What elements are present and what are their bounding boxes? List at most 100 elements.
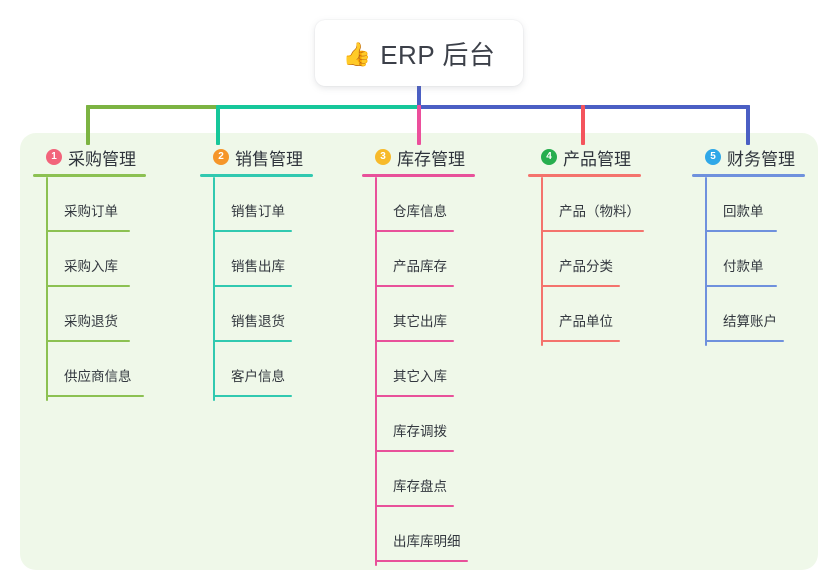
leaf-item[interactable]: 结算账户 [692, 287, 805, 342]
leaf-item[interactable]: 回款单 [692, 177, 805, 232]
leaf-item-underline [46, 395, 144, 397]
leaf-item[interactable]: 供应商信息 [33, 342, 146, 397]
branch-underline-3 [362, 174, 475, 177]
root-node-label: ERP 后台 [380, 39, 496, 70]
leaf-item-label: 销售订单 [231, 204, 285, 219]
leaf-item-underline [375, 505, 454, 507]
leaf-item-underline [705, 230, 777, 232]
leaf-item[interactable]: 库存盘点 [362, 452, 475, 507]
branch-column-5: 5 财务管理回款单付款单结算账户 [692, 145, 805, 346]
leaf-item-underline [541, 230, 644, 232]
branch-items-2: 销售订单销售出库销售退货客户信息 [200, 177, 313, 401]
connector-stem [417, 84, 421, 108]
leaf-item-underline [213, 230, 292, 232]
connector-drop-2 [216, 105, 220, 145]
leaf-item-label: 产品单位 [559, 314, 613, 329]
branch-header-4[interactable]: 4 产品管理 [528, 145, 641, 169]
branch-header-1[interactable]: 1 采购管理 [33, 145, 146, 169]
leaf-item-label: 库存盘点 [393, 479, 447, 494]
branch-items-5: 回款单付款单结算账户 [692, 177, 805, 346]
leaf-item-label: 库存调拨 [393, 424, 447, 439]
leaf-item[interactable]: 销售出库 [200, 232, 313, 287]
leaf-item[interactable]: 采购退货 [33, 287, 146, 342]
leaf-item-label: 其它入库 [393, 369, 447, 384]
leaf-item-underline [541, 285, 620, 287]
leaf-item-label: 产品（物料） [559, 204, 640, 219]
leaf-item-label: 销售出库 [231, 259, 285, 274]
leaf-item-underline [213, 395, 292, 397]
leaf-item-underline [375, 395, 454, 397]
leaf-item-label: 产品分类 [559, 259, 613, 274]
leaf-item[interactable]: 库存调拨 [362, 397, 475, 452]
connector-drop-1 [86, 105, 90, 145]
leaf-item-label: 供应商信息 [64, 369, 132, 384]
leaf-item[interactable]: 出库库明细 [362, 507, 475, 562]
leaf-item-label: 结算账户 [723, 314, 777, 329]
branch-header-5[interactable]: 5 财务管理 [692, 145, 805, 169]
leaf-item[interactable]: 采购订单 [33, 177, 146, 232]
branch-title-3: 库存管理 [397, 149, 465, 169]
leaf-item-underline [705, 340, 784, 342]
leaf-item[interactable]: 客户信息 [200, 342, 313, 397]
leaf-item[interactable]: 产品库存 [362, 232, 475, 287]
leaf-item-underline [46, 285, 130, 287]
leaf-item-underline [375, 560, 468, 562]
branch-items-3: 仓库信息产品库存其它出库其它入库库存调拨库存盘点出库库明细 [362, 177, 475, 566]
leaf-item-underline [541, 340, 620, 342]
branch-underline-4 [528, 174, 641, 177]
leaf-item-underline [705, 285, 777, 287]
leaf-item-label: 采购订单 [64, 204, 118, 219]
branch-title-1: 采购管理 [68, 149, 136, 169]
branch-items-4: 产品（物料） 产品分类产品单位 [528, 177, 644, 346]
branch-trunk-1 [46, 177, 48, 401]
thumbs-up-icon: 👍 [342, 40, 372, 67]
leaf-item-underline [375, 230, 454, 232]
leaf-item[interactable]: 产品单位 [528, 287, 641, 342]
branch-badge-1: 1 [46, 149, 62, 165]
connector-drop-4 [581, 105, 585, 145]
branch-column-4: 4 产品管理产品（物料） 产品分类产品单位 [528, 145, 644, 346]
leaf-item-label: 回款单 [723, 204, 764, 219]
branch-trunk-5 [705, 177, 707, 346]
leaf-item[interactable]: 产品分类 [528, 232, 641, 287]
branch-title-4: 产品管理 [563, 149, 631, 169]
root-node[interactable]: 👍 ERP 后台 [315, 20, 523, 86]
diagram-background-panel [20, 133, 818, 570]
branch-trunk-3 [375, 177, 377, 566]
leaf-item-underline [46, 340, 130, 342]
branch-items-1: 采购订单采购入库采购退货供应商信息 [33, 177, 146, 401]
branch-title-5: 财务管理 [727, 149, 795, 169]
leaf-item-label: 出库库明细 [393, 534, 461, 549]
leaf-item[interactable]: 付款单 [692, 232, 805, 287]
leaf-item[interactable]: 其它入库 [362, 342, 475, 397]
leaf-item-underline [213, 285, 292, 287]
branch-underline-1 [33, 174, 146, 177]
branch-column-3: 3 库存管理仓库信息产品库存其它出库其它入库库存调拨库存盘点出库库明细 [362, 145, 475, 566]
leaf-item-label: 付款单 [723, 259, 764, 274]
leaf-item[interactable]: 产品（物料） [528, 177, 644, 232]
connector-drop-3 [417, 105, 421, 145]
leaf-item-label: 客户信息 [231, 369, 285, 384]
leaf-item[interactable]: 其它出库 [362, 287, 475, 342]
leaf-item[interactable]: 销售订单 [200, 177, 313, 232]
leaf-item[interactable]: 仓库信息 [362, 177, 475, 232]
leaf-item-label: 销售退货 [231, 314, 285, 329]
branch-badge-3: 3 [375, 149, 391, 165]
branch-badge-5: 5 [705, 149, 721, 165]
branch-header-3[interactable]: 3 库存管理 [362, 145, 475, 169]
leaf-item-underline [375, 450, 454, 452]
branch-badge-4: 4 [541, 149, 557, 165]
branch-badge-2: 2 [213, 149, 229, 165]
leaf-item[interactable]: 采购入库 [33, 232, 146, 287]
connector-bar-green [86, 105, 220, 109]
branch-underline-2 [200, 174, 313, 177]
leaf-item-label: 产品库存 [393, 259, 447, 274]
leaf-item-underline [213, 340, 292, 342]
leaf-item-underline [375, 285, 454, 287]
leaf-item-label: 采购退货 [64, 314, 118, 329]
leaf-item[interactable]: 销售退货 [200, 287, 313, 342]
leaf-item-label: 采购入库 [64, 259, 118, 274]
